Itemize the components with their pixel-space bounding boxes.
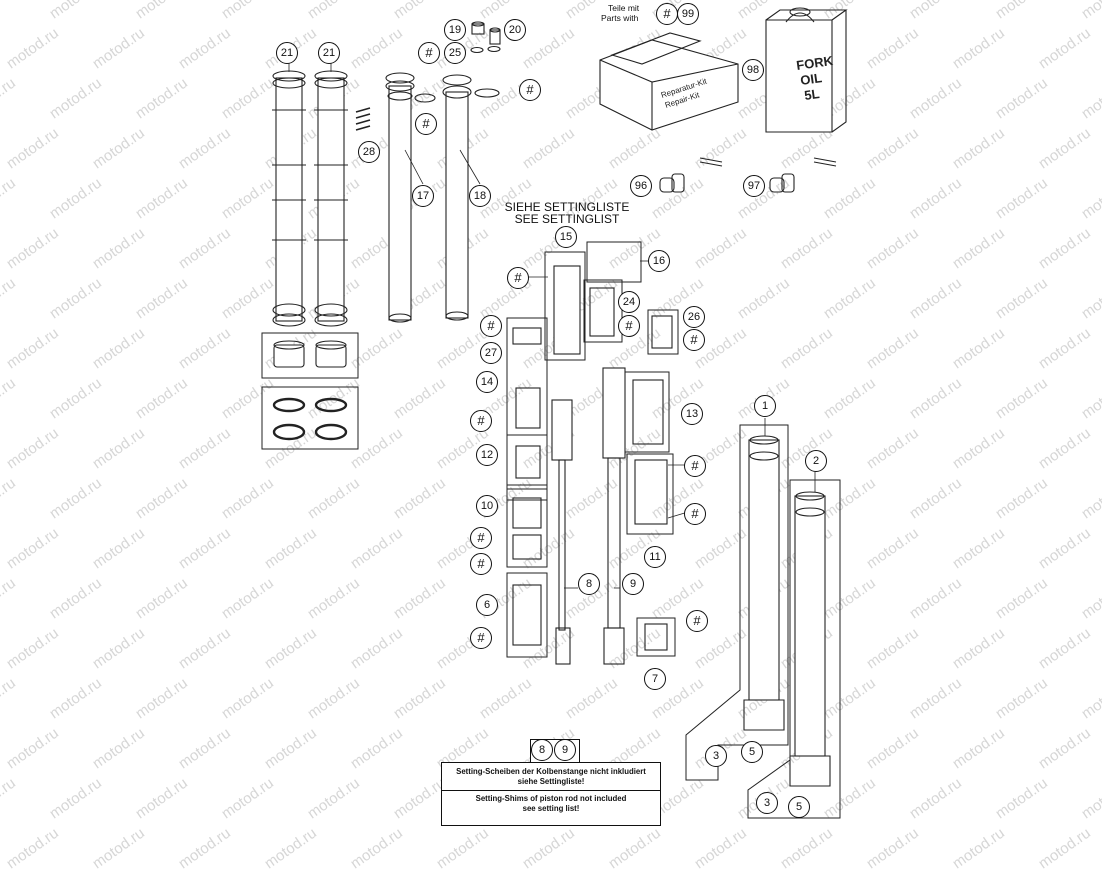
- callout-9: 9: [622, 573, 644, 595]
- spring-28: [355, 107, 371, 131]
- callout-hash: #: [470, 627, 492, 649]
- callout-10: 10: [476, 495, 498, 517]
- callout-17: 17: [412, 185, 434, 207]
- watermark-text: motod.ru: [3, 824, 62, 872]
- callout-hash: #: [684, 455, 706, 477]
- callout-8: 8: [578, 573, 600, 595]
- callout-25: 25: [444, 42, 466, 64]
- grease-parts-96-97: [659, 157, 837, 193]
- note-ref-9: 9: [554, 739, 576, 761]
- callout-2: 2: [805, 450, 827, 472]
- setting-list-label-de: SIEHE SETTINGLISTE: [504, 200, 630, 214]
- callout-98: 98: [742, 59, 764, 81]
- callout-1: 1: [754, 395, 776, 417]
- parts-drawing: Reparatur-Kit Repair-Kit FORK OIL 5L: [261, 7, 848, 819]
- callout-hash: #: [656, 3, 678, 25]
- callout-hash: #: [684, 503, 706, 525]
- watermark-text: motod.ru: [863, 824, 922, 872]
- callout-hash: #: [618, 315, 640, 337]
- callout-13: 13: [681, 403, 703, 425]
- watermark-text: motod.ru: [1035, 824, 1094, 872]
- cartridge-9: [602, 367, 626, 665]
- watermark-text: motod.ru: [777, 824, 836, 872]
- callout-24: 24: [618, 291, 640, 313]
- piston-rod-8: [551, 399, 573, 665]
- watermark-text: motod.ru: [949, 824, 1008, 872]
- repair-kit-box: [599, 32, 739, 131]
- watermark-text: motod.ru: [347, 824, 406, 872]
- callout-6: 6: [476, 594, 498, 616]
- callout-11: 11: [644, 546, 666, 568]
- callout-15: 15: [555, 226, 577, 248]
- fork-tube-21-right: [314, 70, 348, 327]
- oil-can-text-1: FORK: [795, 53, 834, 73]
- watermark-text: motod.ru: [519, 824, 578, 872]
- setting-list-label: SIEHE SETTINGLISTE SEE SETTINGLIST: [496, 201, 638, 225]
- fork-oil-can: [765, 7, 848, 133]
- callout-hash: #: [480, 315, 502, 337]
- callout-19: 19: [444, 19, 466, 41]
- cap-parts-19-20: [470, 21, 501, 54]
- callout-20: 20: [504, 19, 526, 41]
- callout-96: 96: [630, 175, 652, 197]
- callout-hash: #: [415, 113, 437, 135]
- callout-97: 97: [743, 175, 765, 197]
- outer-tube-2: [789, 491, 831, 787]
- outer-tube-1: [743, 435, 785, 731]
- seals-23: [272, 397, 348, 441]
- callout-hash: #: [470, 527, 492, 549]
- setting-list-label-en: SEE SETTINGLIST: [514, 212, 620, 226]
- note-box: Setting-Scheiben der Kolbenstange nicht …: [441, 762, 661, 826]
- note-ref-8: 8: [531, 739, 553, 761]
- callout-3: 3: [756, 792, 778, 814]
- callout-28: 28: [358, 141, 380, 163]
- note-en-line-2: see setting list!: [522, 804, 580, 813]
- inner-tube-17: [385, 72, 436, 323]
- callout-99: 99: [677, 3, 699, 25]
- callout-hash: #: [519, 79, 541, 101]
- callout-21: 21: [276, 42, 298, 64]
- callout-14: 14: [476, 371, 498, 393]
- inner-tube-18: [442, 74, 500, 321]
- callout-12: 12: [476, 444, 498, 466]
- callout-21: 21: [318, 42, 340, 64]
- callout-7: 7: [644, 668, 666, 690]
- oil-can-text-3: 5L: [803, 86, 820, 103]
- watermark-text: motod.ru: [89, 824, 148, 872]
- callout-5: 5: [788, 796, 810, 818]
- callout-hash: #: [470, 553, 492, 575]
- bushings-22: [273, 340, 347, 368]
- callout-16: 16: [648, 250, 670, 272]
- note-en-line-1: Setting-Shims of piston rod not included: [475, 794, 627, 803]
- damper-assemblies: [512, 265, 673, 651]
- watermark-text: motod.ru: [605, 824, 664, 872]
- callout-hash: #: [470, 410, 492, 432]
- callout-27: 27: [480, 342, 502, 364]
- note-de-line-1: Setting-Scheiben der Kolbenstange nicht …: [456, 767, 646, 776]
- callout-hash: #: [686, 610, 708, 632]
- callout-26: 26: [683, 306, 705, 328]
- callout-18: 18: [469, 185, 491, 207]
- callout-hash: #: [507, 267, 529, 289]
- parts-with-label-de: Teile mit: [608, 3, 640, 13]
- fork-tube-21-left: [272, 70, 306, 327]
- callout-3: 3: [705, 745, 727, 767]
- group-frames: [261, 241, 841, 819]
- callout-5: 5: [741, 741, 763, 763]
- callout-hash: #: [418, 42, 440, 64]
- watermark-text: motod.ru: [261, 824, 320, 872]
- watermark-text: motod.ru: [433, 824, 492, 872]
- parts-with-label-en: Parts with: [601, 13, 639, 23]
- callout-hash: #: [683, 329, 705, 351]
- watermark-text: motod.ru: [175, 824, 234, 872]
- watermark-text: motod.ru: [691, 824, 750, 872]
- oil-can-text-2: OIL: [799, 70, 823, 88]
- note-de-line-2: siehe Settingliste!: [517, 777, 585, 786]
